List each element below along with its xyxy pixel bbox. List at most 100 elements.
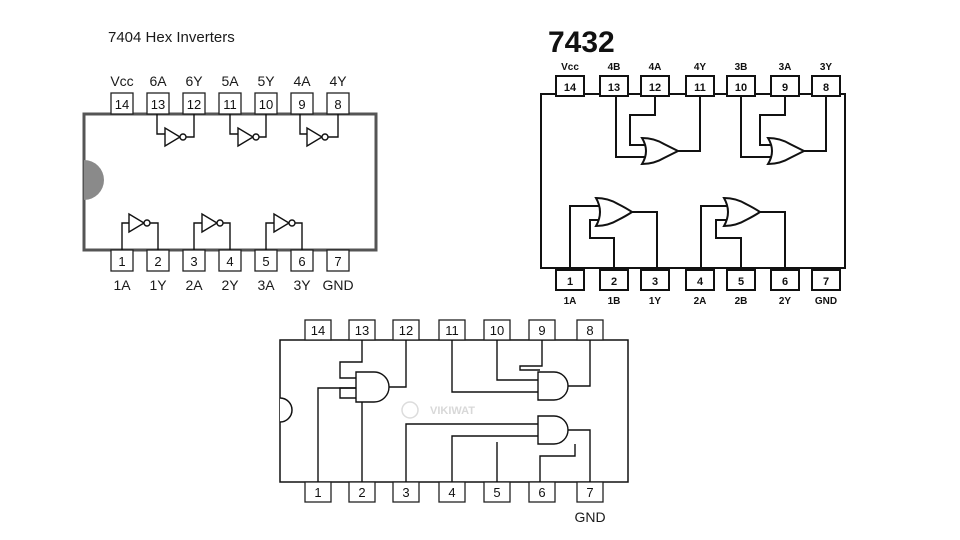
- chip-7432-top-label: 3A: [779, 62, 792, 73]
- chip-7404-bottom-pin-number: 2: [154, 254, 161, 269]
- chip-7404-bottom-label: 2A: [185, 277, 203, 293]
- chip-7432-top-label: 3Y: [820, 62, 833, 73]
- chip-7432-title: 7432: [548, 26, 615, 59]
- chip-and-body: [279, 339, 629, 483]
- chip-7432-bottom-pin-number: 5: [738, 276, 744, 288]
- chip-and-bottom-pin-2: 3: [392, 481, 420, 503]
- chip-and-bottom-pin-number: 5: [493, 485, 500, 500]
- chip-and-top-pin-3: 11: [438, 319, 466, 341]
- chip-7404-bottom-pin-number: 1: [118, 254, 125, 269]
- chip-7432-top-pin-0: 14: [555, 75, 585, 97]
- chip-and-top-pin-number: 10: [490, 323, 504, 338]
- chip-7432-bottom-label: 1B: [608, 296, 621, 307]
- chip-7432-bottom-label: 1A: [564, 296, 577, 307]
- chip-7432-top-pin-number: 13: [608, 82, 620, 94]
- chip-7432-top-pin-2: 12: [640, 75, 670, 97]
- chip-7404-bottom-label: 1Y: [149, 277, 167, 293]
- chip-7404-bottom-pin-4: 5: [254, 249, 278, 272]
- chip-7404-bottom-pin-number: 6: [298, 254, 305, 269]
- chip-7432-top-pin-6: 8: [811, 75, 841, 97]
- chip-and-top-pin-number: 13: [355, 323, 369, 338]
- chip-and-bottom-pin-6: 7: [576, 481, 604, 503]
- chip-7432-bottom-pin-number: 2: [611, 276, 617, 288]
- chip-and-top-pin-number: 14: [311, 323, 325, 338]
- chip-and-top-pin-1: 13: [348, 319, 376, 341]
- and-gate-1: [317, 340, 407, 482]
- chip-7404-top-pin-4: 10: [254, 92, 278, 115]
- chip-and-bottom-pin-number: 6: [538, 485, 545, 500]
- chip-7432-bottom-pin-number: 6: [782, 276, 788, 288]
- chip-7404-top-label: 4A: [293, 73, 311, 89]
- chip-7404-bottom-pin-number: 4: [226, 254, 233, 269]
- and-gate-3: [405, 415, 591, 482]
- chip-and-top-pin-0: 14: [304, 319, 332, 341]
- chip-7404-bottom-pin-5: 6: [290, 249, 314, 272]
- chip-and-top-pin-number: 9: [538, 323, 545, 338]
- chip-7404-top-label: 6Y: [185, 73, 203, 89]
- chip-7404-top-pin-number: 10: [259, 97, 273, 112]
- inverter-6: [156, 114, 195, 148]
- chip-7432-bottom-pin-number: 4: [697, 276, 704, 288]
- chip-and-top-pin-4: 10: [483, 319, 511, 341]
- chip-7404-top-pin-3: 11: [218, 92, 242, 115]
- chip-7404-bottom-label: GND: [322, 277, 353, 293]
- chip-7404-top-label: 4Y: [329, 73, 347, 89]
- chip-7404-bottom-label: 3A: [257, 277, 275, 293]
- watermark-text: VIKIWAT: [430, 405, 475, 417]
- chip-7404-bottom-label: 2Y: [221, 277, 239, 293]
- chip-7432-top-label: 4B: [608, 62, 621, 73]
- chip-7404-top-pin-2: 12: [182, 92, 206, 115]
- or-gate-4: [615, 96, 701, 166]
- chip-7404-bottom-pin-number: 3: [190, 254, 197, 269]
- chip-7404-top-pin-number: 12: [187, 97, 201, 112]
- chip-7404-top-pin-6: 8: [326, 92, 350, 115]
- chip-7432-bottom-pin-number: 3: [652, 276, 658, 288]
- chip-and-bottom-pin-number: 3: [402, 485, 409, 500]
- chip-7432-top-pin-number: 8: [823, 82, 829, 94]
- chip-and-bottom-pin-3: 4: [438, 481, 466, 503]
- chip-7404-bottom-label: 1A: [113, 277, 131, 293]
- chip-and-top-pin-6: 8: [576, 319, 604, 341]
- chip-7404-top-pin-number: 8: [334, 97, 341, 112]
- chip-7432-top-pin-number: 10: [735, 82, 747, 94]
- chip-and-bottom-pin-number: 7: [586, 485, 593, 500]
- chip-and-top-pin-number: 12: [399, 323, 413, 338]
- chip-7432-bottom-label: 1Y: [649, 296, 662, 307]
- chip-and-top-pin-2: 12: [392, 319, 420, 341]
- inverter-3: [265, 212, 303, 250]
- chip-7404-bottom-pin-0: 1: [110, 249, 134, 272]
- chip-7404-top-label: 5A: [221, 73, 239, 89]
- chip-7432-bottom-pin-4: 5: [726, 269, 756, 291]
- gnd-label: GND: [574, 509, 605, 525]
- chip-7404-bottom-pin-1: 2: [146, 249, 170, 272]
- chip-and-bottom-pin-5: 6: [528, 481, 556, 503]
- chip-7432-top-label: Vcc: [561, 62, 579, 73]
- or-gate-2: [700, 196, 786, 268]
- inverter-5: [229, 114, 267, 148]
- inverter-2: [193, 212, 231, 250]
- chip-7432-top-pin-3: 11: [685, 75, 715, 97]
- chip-7432-bottom-label: 2A: [694, 296, 707, 307]
- chip-7432-top-label: 4Y: [694, 62, 707, 73]
- or-gate-1: [569, 196, 658, 268]
- chip-7432-top-label: 3B: [735, 62, 748, 73]
- chip-7432-body: [540, 93, 846, 269]
- chip-7404-top-pin-5: 9: [290, 92, 314, 115]
- inverter-4: [299, 114, 339, 148]
- chip-7404-bottom-pin-2: 3: [182, 249, 206, 272]
- inverter-1: [121, 212, 159, 250]
- chip-7432-top-pin-5: 9: [770, 75, 800, 97]
- watermark-logo: [401, 401, 419, 419]
- chip-and-top-pin-5: 9: [528, 319, 556, 341]
- chip-7432-bottom-label: 2Y: [779, 296, 792, 307]
- chip-7432-top-label: 4A: [649, 62, 662, 73]
- chip-7432-bottom-label: GND: [815, 296, 837, 307]
- chip-and-top-pin-number: 8: [586, 323, 593, 338]
- and-gate-2: [451, 340, 591, 401]
- chip-and-top-pin-number: 11: [445, 323, 459, 338]
- chip-7432-bottom-pin-5: 6: [770, 269, 800, 291]
